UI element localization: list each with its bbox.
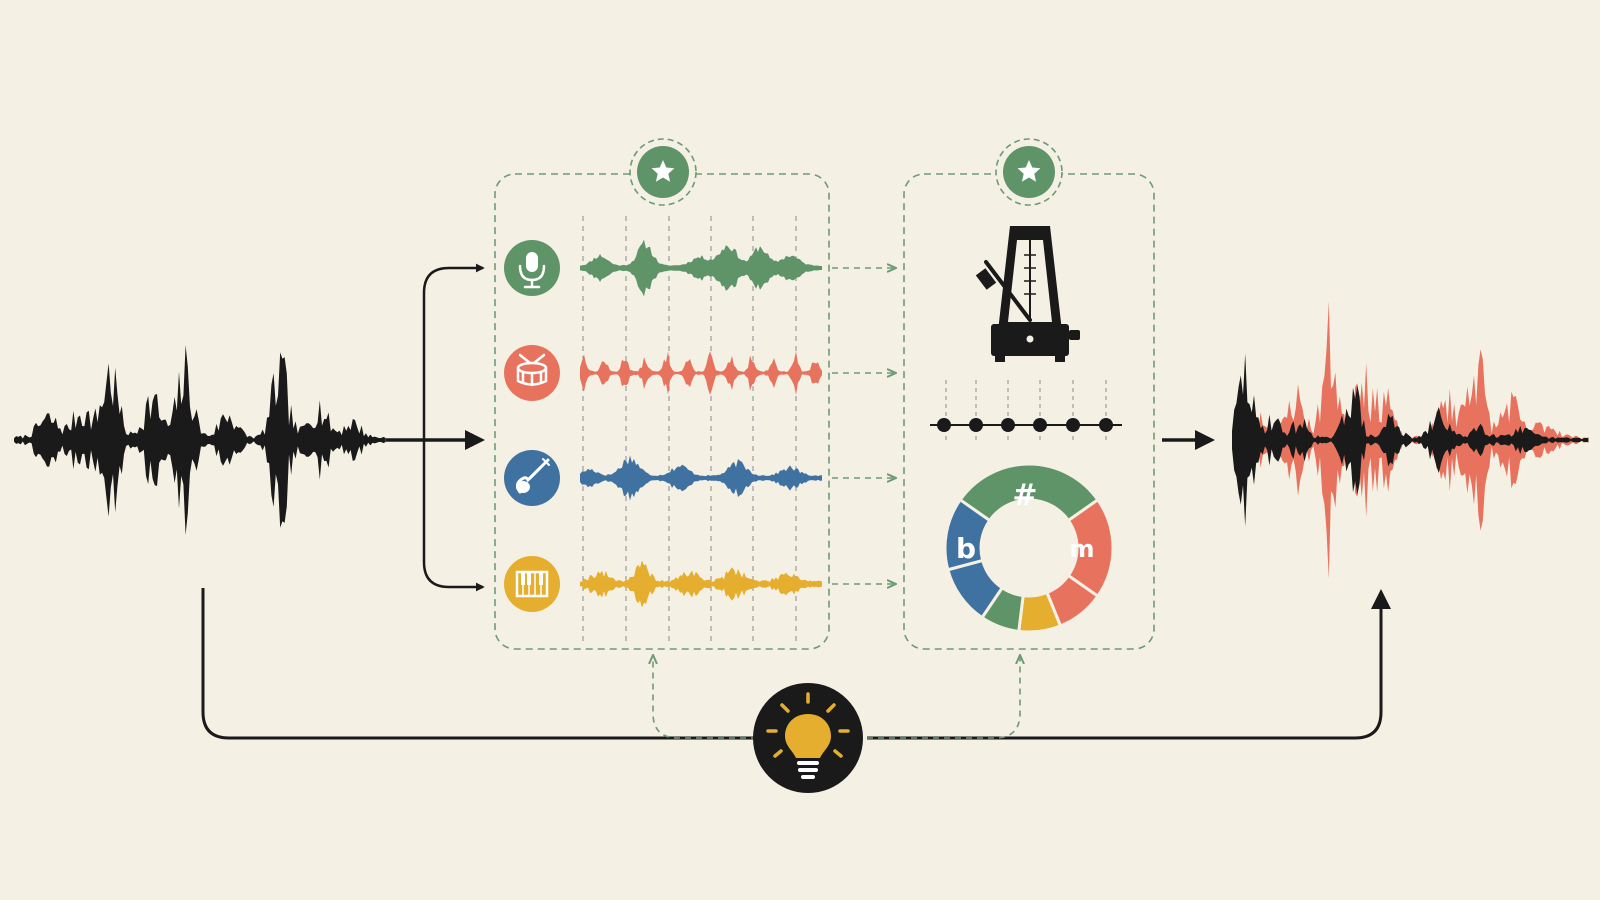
key-wheel-minor: m: [1069, 535, 1094, 563]
panel-connectors: [653, 268, 1020, 739]
drums-stem-waveform: [580, 351, 822, 395]
key-wheel-segments: [943, 462, 1115, 634]
vocals-stem-waveform: [580, 239, 822, 297]
stem-row-bass: [504, 450, 822, 506]
piano-keys-icon: [515, 570, 549, 598]
input-waveform: [14, 345, 386, 535]
metronome-icon: [975, 226, 1080, 362]
drum-icon: [516, 353, 548, 387]
output-waveform: [1232, 300, 1589, 580]
input-waveform-path: [14, 345, 386, 535]
star-icon: [651, 160, 675, 182]
lightbulb-hub: [753, 683, 863, 793]
analysis-panel-border: [903, 173, 1155, 650]
beat-grid-icon: [930, 380, 1122, 442]
key-wheel-flat: b: [956, 532, 976, 565]
feedback-right-arrow: [867, 589, 1391, 740]
bass-guitar-icon: [515, 458, 550, 494]
stem-row-keys: [504, 556, 822, 612]
stem-separation-panel: [494, 138, 830, 650]
star-icon: [1017, 160, 1041, 182]
analysis-panel: # b m: [903, 138, 1155, 650]
key-wheel-segment: [943, 497, 992, 572]
stem-row-vocals: [504, 239, 822, 297]
split-to-keys-arrow: [422, 440, 485, 592]
microphone-icon: [518, 252, 546, 289]
feedback-left-line: [201, 588, 757, 740]
main-flow-arrows: [201, 263, 1391, 740]
lightbulb-icon: [766, 692, 850, 779]
hub-to-stem-panel-arrow: [653, 656, 757, 739]
key-wheel-icon: # b m: [943, 462, 1115, 634]
stem-row-drums: [504, 345, 822, 401]
key-wheel-sharp: #: [1012, 478, 1037, 513]
key-wheel-segment: [958, 462, 1100, 523]
split-to-vocals-arrow: [422, 263, 485, 440]
stem-panel-badge: [629, 138, 697, 206]
keys-icon-circle: [504, 556, 560, 612]
output-waveform-path: [1232, 353, 1589, 527]
hub-to-analysis-panel-arrow: [867, 656, 1020, 739]
stem-grid-lines: [582, 216, 797, 646]
keys-stem-waveform: [580, 560, 822, 608]
analysis-panel-badge: [995, 138, 1063, 206]
bass-stem-waveform: [580, 455, 822, 501]
